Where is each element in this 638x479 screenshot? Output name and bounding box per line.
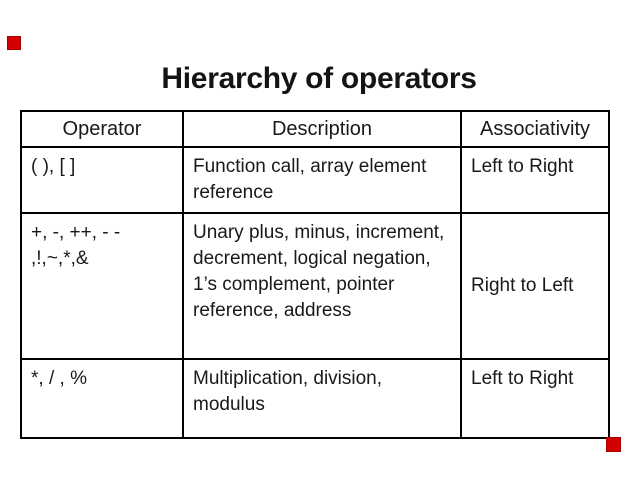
table-row: ( ), [ ] Function call, array element re…	[20, 146, 610, 214]
table-header-row: Operator Description Associativity	[20, 110, 610, 148]
description-cell: Multiplication, division, modulus	[182, 358, 462, 439]
column-header-associativity: Associativity	[460, 110, 610, 148]
operator-cell: +, -, ++, - - ,!,~,*,&	[20, 212, 184, 360]
associativity-cell: Right to Left	[460, 212, 610, 360]
description-cell: Function call, array element reference	[182, 146, 462, 214]
red-square-decoration-bottom-right	[606, 437, 621, 452]
red-square-decoration-top-left	[7, 36, 21, 50]
operator-cell: *, / , %	[20, 358, 184, 439]
column-header-description: Description	[182, 110, 462, 148]
description-cell: Unary plus, minus, increment, decrement,…	[182, 212, 462, 360]
operators-table: Operator Description Associativity ( ), …	[20, 110, 610, 439]
table-row: *, / , % Multiplication, division, modul…	[20, 358, 610, 439]
associativity-cell: Left to Right	[460, 358, 610, 439]
operator-cell: ( ), [ ]	[20, 146, 184, 214]
column-header-operator: Operator	[20, 110, 184, 148]
slide-title: Hierarchy of operators	[161, 62, 477, 95]
associativity-cell: Left to Right	[460, 146, 610, 214]
table-row: +, -, ++, - - ,!,~,*,& Unary plus, minus…	[20, 212, 610, 360]
